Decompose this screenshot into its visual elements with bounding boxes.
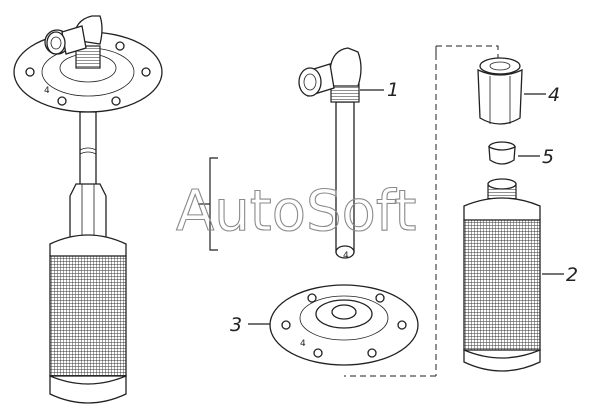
- part-2-filter-cartridge: [463, 178, 541, 372]
- part-2-bottom-cap: [463, 349, 541, 372]
- callout-2: 2: [566, 264, 578, 286]
- left-flange-hole: [25, 67, 35, 77]
- left-flange-hole: [57, 96, 67, 106]
- left-flange-hole: [111, 96, 121, 106]
- part-4-body: [477, 68, 523, 125]
- part-1-elbow-tube: 4: [298, 47, 362, 261]
- callout-4: 4: [548, 84, 560, 106]
- callout-1: 1: [387, 79, 399, 101]
- part-5-ferrule: [488, 141, 516, 165]
- watermark-text: AutoSoft: [176, 179, 417, 244]
- left-flange-plate: [13, 31, 163, 113]
- part-1-thread: [330, 83, 360, 103]
- part-5-body: [488, 145, 516, 165]
- kit-frame-top: [436, 45, 499, 60]
- part-1-nozzle: [298, 67, 322, 97]
- callout-5: 5: [542, 146, 554, 168]
- left-flange-hole-mark: 4: [44, 86, 50, 96]
- left-flange-hole: [115, 41, 125, 51]
- left-flange-hole: [141, 67, 151, 77]
- left-elbow-thread: [75, 45, 101, 69]
- part-3-flange: 4: [269, 284, 419, 366]
- part-3-flange-bore: [331, 304, 357, 320]
- svg-text:4: 4: [343, 251, 349, 261]
- part-3-hole-mark: 4: [300, 339, 306, 349]
- left-filter-bottom-cap: [49, 375, 127, 404]
- callout-3: 3: [230, 314, 242, 336]
- part-2-mesh: [463, 219, 541, 351]
- part-4-hex-nut: [477, 57, 523, 125]
- assembled-filter-unit: 4: [13, 15, 163, 404]
- left-filter-mesh: [49, 255, 127, 377]
- part-1-elbow-body: [329, 47, 362, 87]
- left-elbow-end: [46, 31, 66, 55]
- left-hex-nut: [69, 183, 107, 241]
